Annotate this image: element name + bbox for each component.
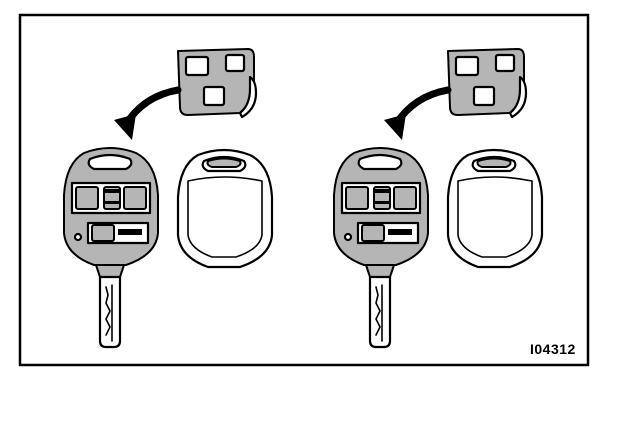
right-key-back — [446, 148, 544, 269]
right-insert — [446, 47, 528, 119]
left-key-back — [176, 148, 274, 269]
left-insert — [176, 47, 258, 119]
figure-code: I04312 — [530, 341, 576, 357]
